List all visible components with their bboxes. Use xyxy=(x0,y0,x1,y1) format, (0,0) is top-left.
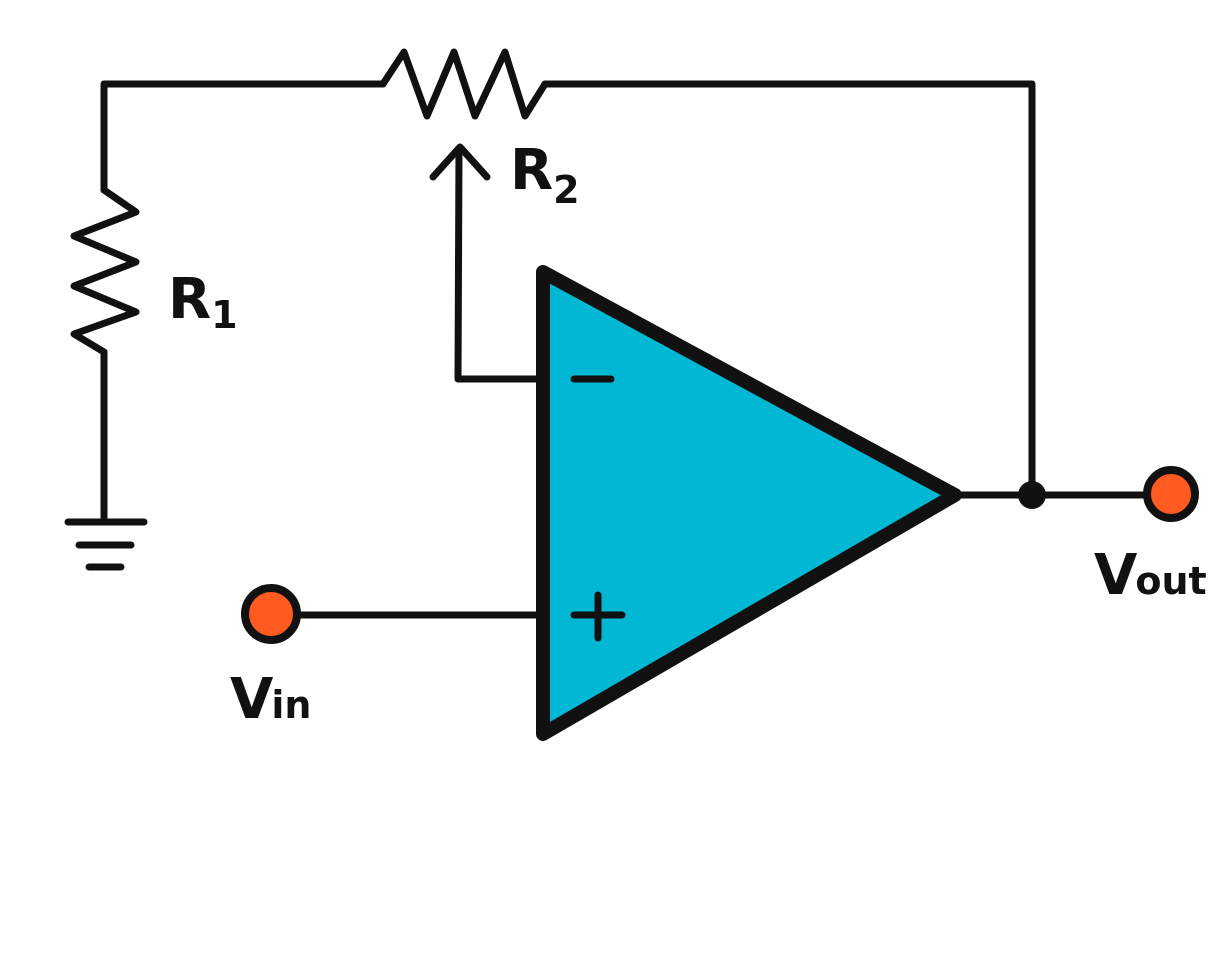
vin-label: Vin xyxy=(230,667,311,732)
vin-terminal xyxy=(241,584,301,644)
wire-wiper-to-inverting xyxy=(454,146,544,383)
resistor-r1 xyxy=(70,186,140,356)
wire-top-left xyxy=(100,80,387,194)
output-junction-node xyxy=(1018,481,1046,509)
wire-top-right xyxy=(541,80,1036,499)
vout-label: Vout xyxy=(1094,543,1207,608)
noninverting-input-sign xyxy=(570,591,626,642)
r1-label: R1 xyxy=(168,267,238,337)
resistor-r2 xyxy=(379,48,549,120)
ground-icon xyxy=(64,518,148,571)
r2-wiper-arrow-icon xyxy=(429,143,491,181)
r2-label: R2 xyxy=(510,138,580,212)
vout-terminal xyxy=(1143,466,1199,522)
opamp-body xyxy=(536,265,962,741)
